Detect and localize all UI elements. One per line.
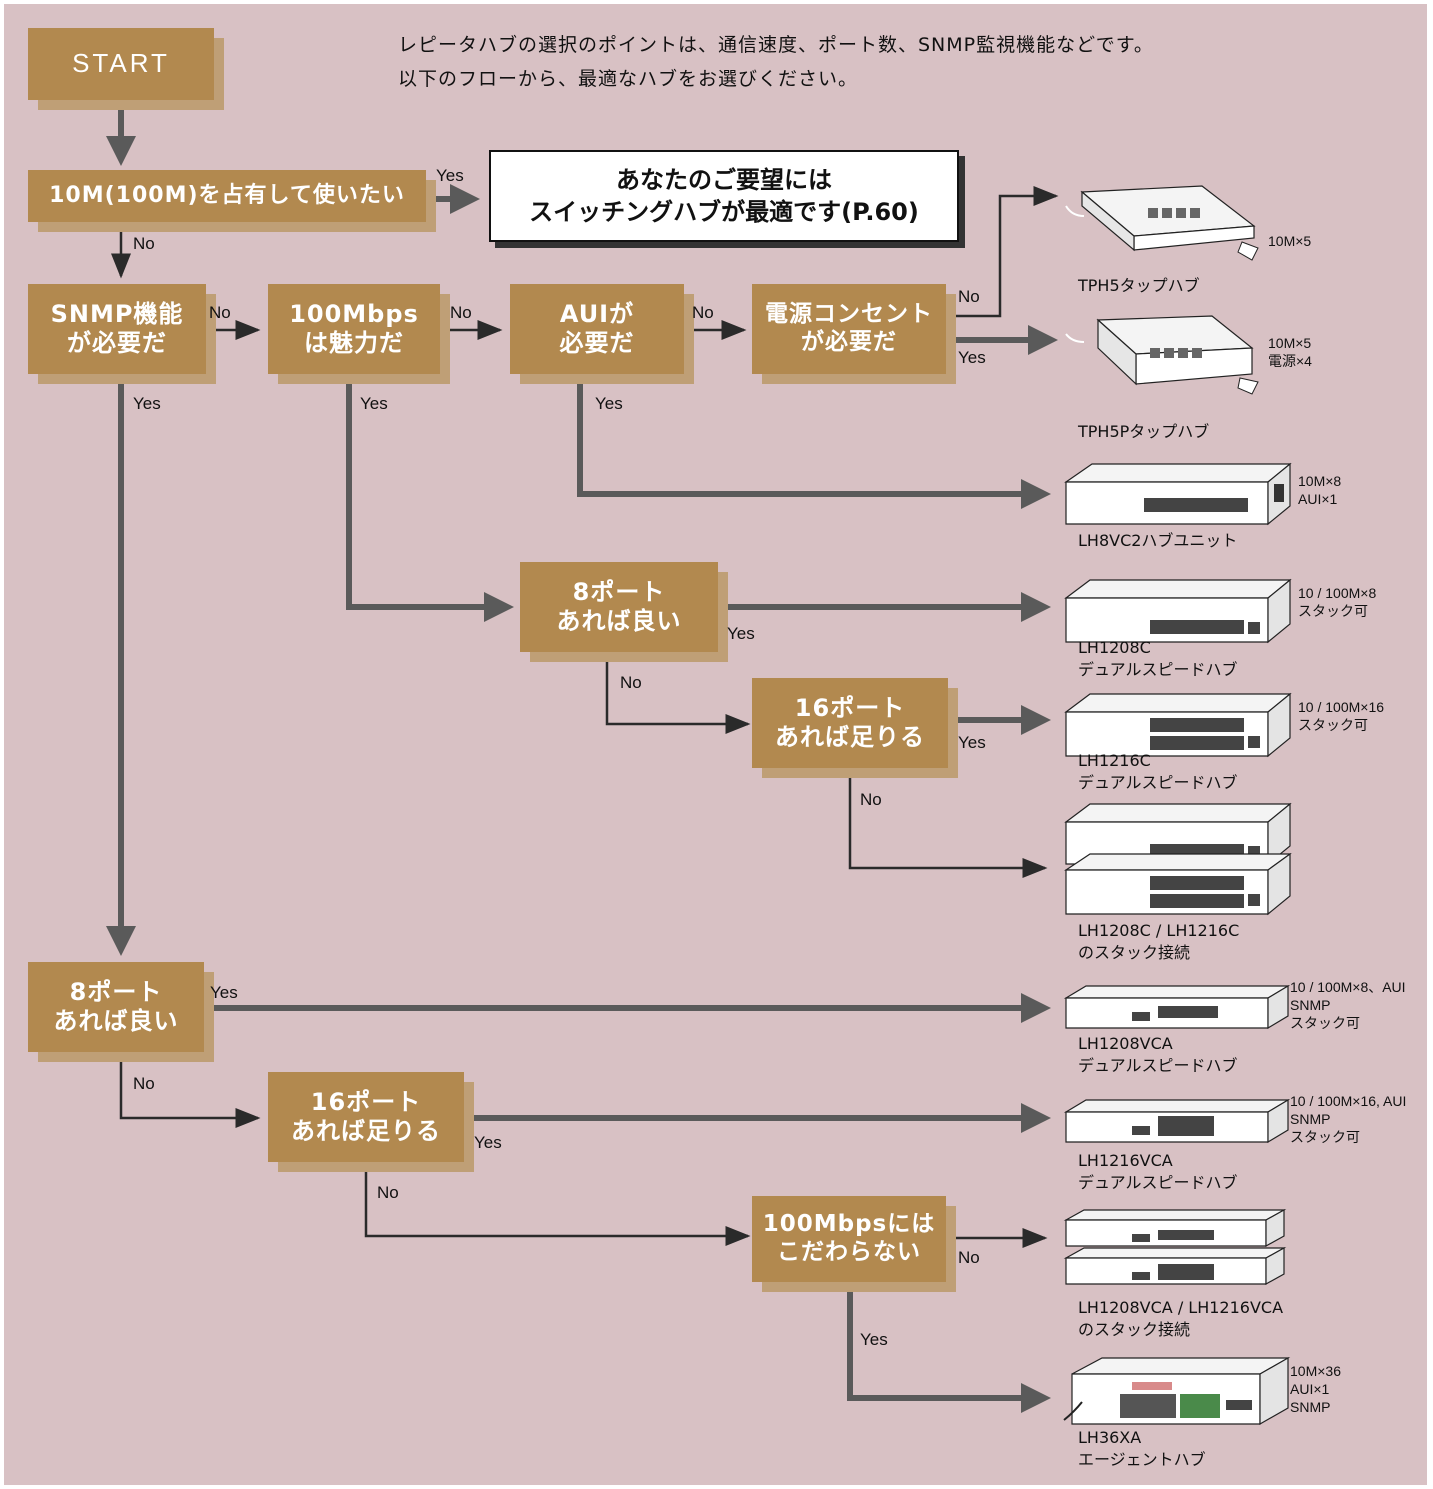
decision-power-line1: 電源コンセント <box>765 301 933 328</box>
decision-16port-b-line1: 16ポート <box>310 1088 422 1117</box>
decision-power: 電源コンセント が必要だ <box>752 284 946 374</box>
decision-8port-b: 8ポート あれば良い <box>28 962 204 1052</box>
intro-line-2: 以下のフローから、最適なハブをお選びください。 <box>398 68 859 90</box>
label-16port-b-no: No <box>377 1183 399 1202</box>
arrow-power-no <box>948 186 1059 318</box>
label-power-yes: Yes <box>958 348 986 367</box>
arrow-8port-a-no <box>605 660 751 734</box>
decision-snmp-line1: SNMP機能 <box>50 300 184 329</box>
intro-line-1: レピータハブの選択のポイントは、通信速度、ポート数、SNMP監視機能などです。 <box>398 34 1154 56</box>
start-node: START <box>28 28 214 100</box>
label-16port-b-yes: Yes <box>474 1133 502 1152</box>
decision-aui: AUIが 必要だ <box>510 284 684 374</box>
stack-icon-c <box>1064 802 1292 916</box>
decision-16port-a-line2: あれば足りる <box>775 723 925 751</box>
arrow-nocare-yes <box>847 1290 1051 1413</box>
dual-speed-hub-icon-8 <box>1064 578 1292 644</box>
decision-100m-line1: 100Mbps <box>289 300 419 329</box>
agent-hub-icon <box>1063 1356 1291 1426</box>
arrow-16port-b-no <box>364 1166 751 1246</box>
decision-8port-b-line2: あれば良い <box>53 1007 179 1035</box>
callout-line-1: あなたのご要望には <box>616 165 832 194</box>
decision-8port-a: 8ポート あれば良い <box>520 562 718 652</box>
callout-line-2: スイッチングハブが最適です(P.60) <box>529 198 919 226</box>
label-100m-no: No <box>450 303 472 322</box>
stack-icon-vca <box>1063 1208 1287 1286</box>
product-name-tph5p: TPH5Pタップハブ <box>1078 422 1210 441</box>
label-snmp-no: No <box>209 303 231 322</box>
decision-aui-line1: AUIが <box>559 300 635 329</box>
tap-hub-icon <box>1065 185 1259 261</box>
decision-16port-a: 16ポート あれば足りる <box>752 678 948 768</box>
decision-nocare-line1: 100Mbpsには <box>762 1211 936 1238</box>
product-spec-tph5: 10M×5 <box>1268 233 1312 249</box>
label-100m-yes: Yes <box>360 394 388 413</box>
tap-hub-power-icon <box>1065 315 1259 395</box>
label-dedicated-yes: Yes <box>436 166 464 185</box>
decision-aui-line2: 必要だ <box>559 329 635 357</box>
label-nocare-yes: Yes <box>860 1330 888 1349</box>
label-dedicated-no: No <box>133 234 155 253</box>
switching-hub-callout: あなたのご要望には スイッチングハブが最適です(P.60) <box>489 150 959 242</box>
snmp-hub-icon-8 <box>1063 984 1291 1030</box>
dual-speed-hub-icon-16 <box>1064 692 1292 758</box>
decision-16port-a-line1: 16ポート <box>794 694 906 723</box>
decision-snmp: SNMP機能 が必要だ <box>28 284 206 374</box>
arrow-aui-yes <box>577 380 1051 509</box>
arrow-8port-b-no <box>119 1060 261 1128</box>
snmp-hub-icon-16 <box>1063 1098 1291 1144</box>
hub-unit-icon <box>1064 462 1292 526</box>
decision-dedicated-label: 10M(100M)を占有して使いたい <box>49 182 405 208</box>
label-aui-yes: Yes <box>595 394 623 413</box>
start-label: START <box>72 48 170 79</box>
decision-power-line2: が必要だ <box>801 329 897 355</box>
label-8port-a-no: No <box>620 673 642 692</box>
label-power-no: No <box>958 287 980 306</box>
decision-16port-b-line2: あれば足りる <box>291 1117 441 1145</box>
decision-100m: 100Mbps は魅力だ <box>268 284 440 374</box>
decision-snmp-line2: が必要だ <box>67 329 167 357</box>
decision-8port-a-line1: 8ポート <box>572 578 666 607</box>
label-nocare-no: No <box>958 1248 980 1267</box>
label-16port-a-no: No <box>860 790 882 809</box>
decision-dedicated: 10M(100M)を占有して使いたい <box>28 170 426 222</box>
product-name-lh8vc2: LH8VC2ハブユニット <box>1078 531 1238 550</box>
label-16port-a-yes: Yes <box>958 733 986 752</box>
arrow-100m-yes <box>346 380 514 622</box>
decision-100m-line2: は魅力だ <box>304 329 404 357</box>
decision-nocare-line2: こだわらない <box>777 1239 921 1265</box>
decision-nocare-100m: 100Mbpsには こだわらない <box>752 1196 946 1282</box>
label-8port-b-yes: Yes <box>210 983 238 1002</box>
label-8port-b-no: No <box>133 1074 155 1093</box>
label-8port-a-yes: Yes <box>727 624 755 643</box>
label-aui-no: No <box>692 303 714 322</box>
decision-8port-a-line2: あれば良い <box>556 607 682 635</box>
arrow-16port-a-no <box>848 772 1048 878</box>
product-name-tph5: TPH5タップハブ <box>1078 276 1200 295</box>
decision-8port-b-line1: 8ポート <box>69 978 163 1007</box>
decision-16port-b: 16ポート あれば足りる <box>268 1072 464 1162</box>
label-snmp-yes: Yes <box>133 394 161 413</box>
